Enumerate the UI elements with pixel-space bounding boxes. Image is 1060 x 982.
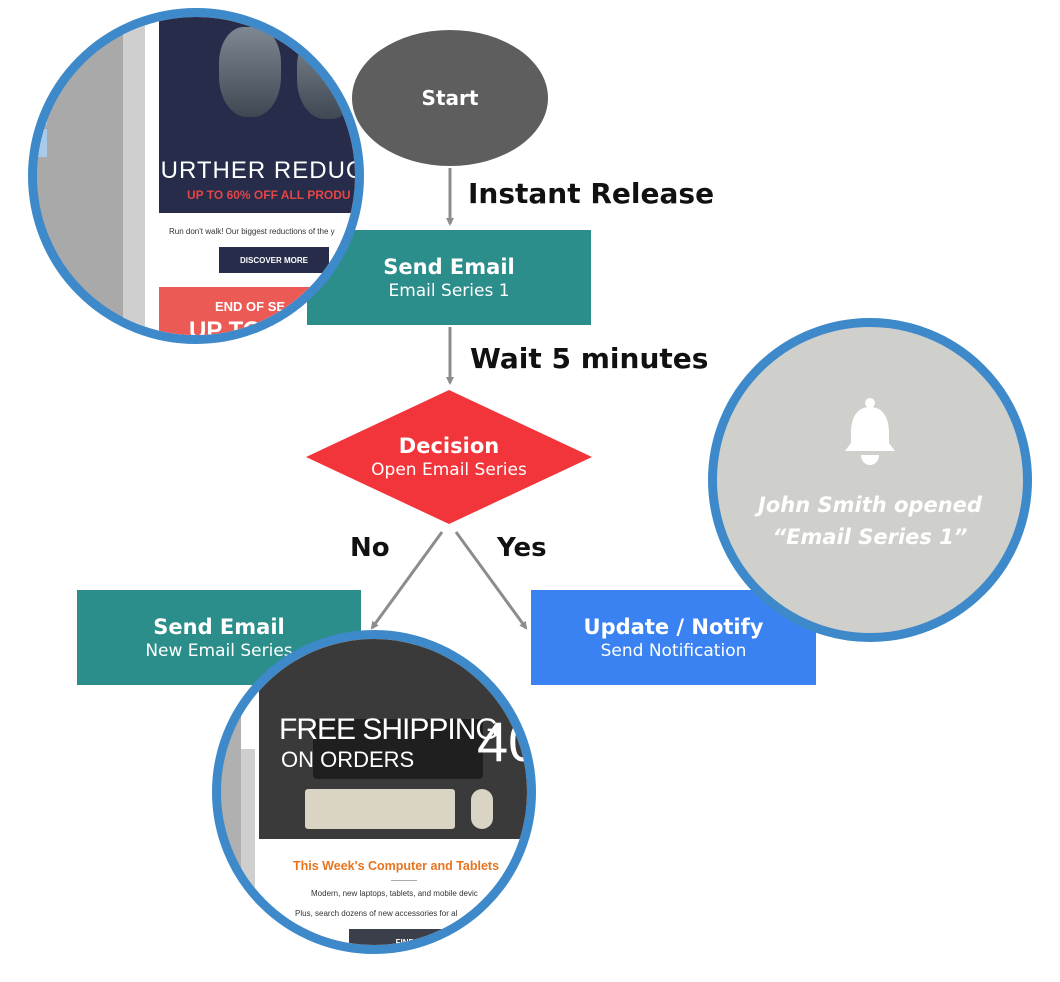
decision-title: Decision (398, 434, 500, 458)
preview-gutter (241, 749, 255, 945)
arrow-decision-yes (454, 531, 528, 630)
discover-more-button: DISCOVER MORE (219, 247, 329, 273)
preview-sidebar-block (37, 129, 47, 157)
send-email-2-title: Send Email (153, 614, 285, 639)
keyboard-image (305, 789, 455, 829)
shoe-image (297, 31, 355, 119)
email-hero-image (159, 17, 355, 213)
email-preview-circle-1: FURTHER REDUC UP TO 60% OFF ALL PRODU Ru… (28, 8, 364, 344)
notification-line-2: “Email Series 1” (772, 525, 968, 549)
sale-line-2: UP TO (189, 317, 262, 344)
decision-diamond (306, 390, 592, 524)
decision-node: Decision Open Email Series (306, 390, 592, 524)
arrow-decision-no (370, 531, 444, 630)
start-node: Start (352, 30, 548, 166)
email-preview-circle-2: FREE SHIPPING ON ORDERS 40 This Week's C… (212, 630, 536, 954)
bell-icon (845, 398, 895, 465)
email-body-text: Modern, new laptops, tablets, and mobile… (311, 889, 478, 898)
edge-label-wait: Wait 5 minutes (470, 342, 709, 375)
mouse-image (471, 789, 493, 829)
send-email-1-title: Send Email (383, 254, 515, 279)
email-subheadline: UP TO 60% OFF ALL PRODU (187, 188, 351, 202)
find-button: FIND C (349, 929, 469, 945)
notification-circle: John Smith opened “Email Series 1” (708, 318, 1032, 642)
decision-subtitle: Open Email Series (371, 460, 527, 480)
start-label: Start (421, 86, 479, 110)
edge-label-no: No (350, 533, 390, 563)
email-body-text: Plus, search dozens of new accessories f… (295, 909, 458, 918)
tablet-image (313, 719, 483, 779)
email-preview-2: FREE SHIPPING ON ORDERS 40 This Week's C… (241, 639, 536, 945)
email-body-text: Run don't walk! Our biggest reductions o… (169, 227, 335, 236)
send-email-1-subtitle: Email Series 1 (388, 280, 510, 301)
update-notify-subtitle: Send Notification (600, 640, 747, 661)
email-headline: FREE SHIPPING (279, 713, 499, 746)
notification-line-1: John Smith opened (758, 493, 982, 517)
email-sale-banner (159, 287, 355, 335)
sale-line-1: END OF SE (215, 299, 286, 314)
email-number: 40 (477, 710, 536, 773)
preview-sidebar-block (37, 97, 47, 125)
edge-label-yes: Yes (497, 533, 547, 563)
shoe-image (219, 27, 281, 117)
divider (391, 880, 417, 881)
email-hero-image (259, 639, 527, 839)
update-notify-title: Update / Notify (583, 614, 764, 639)
email-subheadline: ON ORDERS (281, 747, 415, 772)
edge-label-instant-release: Instant Release (468, 177, 715, 210)
email-section-title: This Week's Computer and Tablets (293, 859, 500, 873)
preview-gutter (123, 17, 145, 335)
email-headline: FURTHER REDUC (145, 157, 364, 184)
email-preview-1: FURTHER REDUC UP TO 60% OFF ALL PRODU Ru… (123, 17, 364, 344)
